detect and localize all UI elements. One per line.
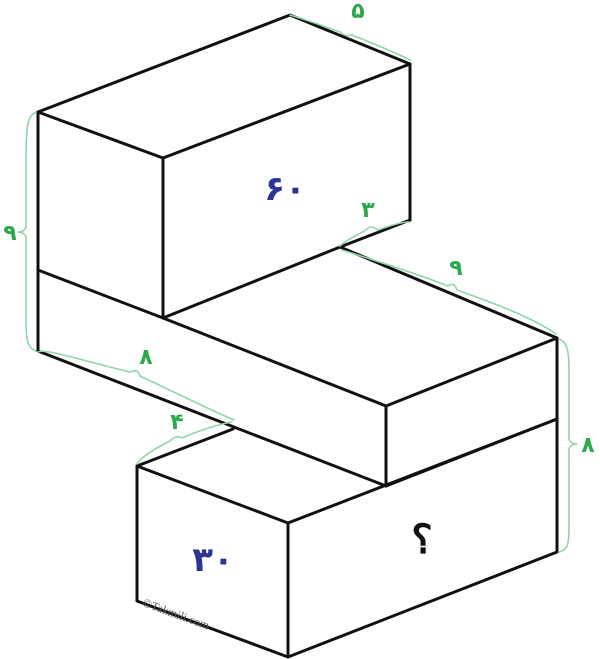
middle-slab-top-face <box>161 245 559 408</box>
upper-box <box>36 13 412 353</box>
dimension-labels: ۵ ۹ ۳ ۹ ۸ ۴ ۸ <box>3 0 595 458</box>
bottom-box-back-edge <box>135 427 235 468</box>
brace-left-height <box>17 111 37 352</box>
label-middle-length: ۹ <box>449 256 462 281</box>
label-bottom-depth: ۴ <box>170 410 183 435</box>
label-left-height: ۹ <box>3 221 16 246</box>
dimension-braces <box>17 14 578 553</box>
watermark-text: ©Takmili.com <box>141 595 212 632</box>
brace-bottom-depth <box>136 421 233 465</box>
brace-bottom-width <box>37 350 235 421</box>
brace-middle-length <box>341 249 557 335</box>
middle-slab <box>36 245 559 554</box>
face-labels: ۶۰ ۳۰ ؟ <box>192 169 432 580</box>
label-right-height: ۸ <box>581 433 595 458</box>
bottom-box-base-edges <box>135 464 559 659</box>
face-top-front-value: ۶۰ <box>264 169 306 209</box>
brace-right-height <box>558 338 578 553</box>
face-bottom-right-unknown: ؟ <box>411 516 432 563</box>
upper-box-bottom-edge <box>36 268 165 320</box>
face-bottom-left-value: ۳۰ <box>192 540 234 580</box>
brace-top-depth <box>289 14 411 61</box>
label-step-depth: ۳ <box>361 198 375 223</box>
label-bottom-width: ۸ <box>139 345 153 370</box>
middle-slab-bottom-edge <box>36 349 388 488</box>
brace-step-depth <box>339 221 411 247</box>
bottom-box <box>135 417 559 659</box>
label-top-depth: ۵ <box>351 0 364 24</box>
